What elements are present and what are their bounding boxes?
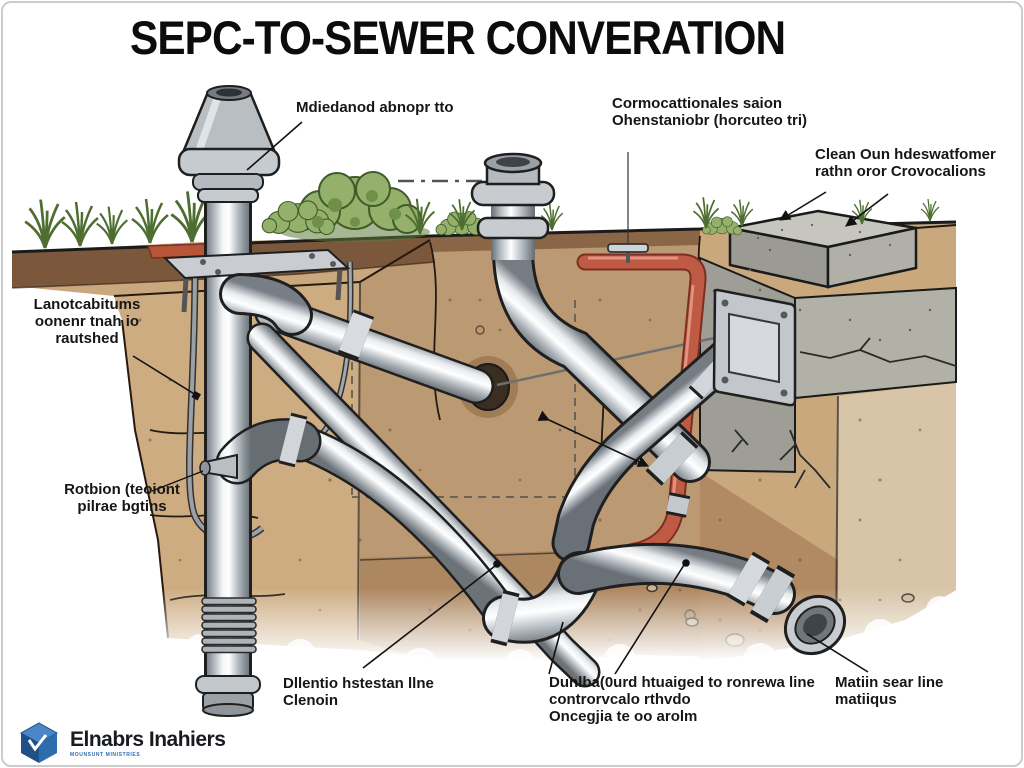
callout-text-line: Cormocattionales saion bbox=[612, 95, 783, 112]
logo-cube-icon bbox=[19, 722, 59, 763]
callout-main-sewer-line: Matiin sear line matiiqus bbox=[835, 674, 943, 708]
callout-text-line: pilrae bgtins bbox=[77, 498, 167, 515]
brand-logo: Elnabrs Inahiers MOUNSUNT MINISTRIES bbox=[16, 720, 226, 766]
callout-text-line: Dllentio hstestan llne bbox=[283, 675, 434, 692]
callout-text-line: Rotbion (teoiont bbox=[64, 481, 180, 498]
callout-leader-lines bbox=[132, 121, 889, 675]
ground-plate-bracket bbox=[162, 248, 351, 313]
callout-cleanout-block: Clean Oun hdeswatfomer rathn oror Crovoc… bbox=[815, 146, 996, 180]
callout-text-line: Dunlba(0urd htuaiged to ronrewa line bbox=[549, 674, 815, 691]
riser-ribbed-coupling bbox=[201, 597, 257, 654]
callout-abandoned-tank: Lanotcabitums oonenr tnah io rautshed bbox=[14, 296, 160, 347]
valve-handle bbox=[607, 243, 649, 253]
callout-text-line: Matiin sear line bbox=[835, 674, 944, 691]
lateral-branch-pipe bbox=[219, 273, 494, 404]
tracer-wire bbox=[496, 330, 743, 387]
concrete-cracks bbox=[731, 337, 957, 489]
grass-and-bushes bbox=[23, 171, 940, 259]
callout-text-line: Ohenstaniobr (horcuteo tri) bbox=[612, 112, 807, 129]
logo-text-block: Elnabrs Inahiers MOUNSUNT MINISTRIES bbox=[70, 727, 226, 758]
callout-elbow-joint: Rotbion (teoiont pilrae bgtins bbox=[52, 481, 192, 515]
callout-text-line: Lanotcabitums bbox=[33, 296, 141, 313]
callout-text-line: Mdiedanod abnopr tto bbox=[296, 99, 454, 116]
callout-riser-cap: Mdiedanod abnopr tto bbox=[296, 99, 453, 116]
connection-pipe bbox=[199, 412, 523, 636]
sewer-main-pipe bbox=[482, 542, 847, 656]
leader-dots bbox=[191, 390, 690, 568]
page-title: SEPC-TO-SEWER CONVERATION bbox=[130, 11, 786, 64]
logo-tagline: MOUNSUNT MINISTRIES bbox=[70, 751, 141, 758]
callout-service-valve: Cormocattionales saion Ohenstaniobr (hor… bbox=[612, 95, 807, 129]
wall-flange-plate bbox=[712, 288, 797, 407]
main-line-open-end bbox=[783, 594, 847, 656]
callout-text-line: rathn oror Crovocalions bbox=[815, 163, 986, 180]
callout-text-line: Clean Oun hdeswatfomer bbox=[815, 146, 996, 163]
callout-connection-line: Dunlba(0urd htuaiged to ronrewa line con… bbox=[549, 674, 815, 725]
bush-inner-leaves bbox=[312, 190, 401, 228]
logo-name: Elnabrs Inahiers bbox=[70, 727, 226, 751]
callout-text-line: rautshed bbox=[55, 330, 119, 347]
callout-text-line: matiiqus bbox=[835, 691, 897, 708]
callout-text-line: Clenoin bbox=[283, 692, 338, 709]
callout-lateral-line: Dllentio hstestan llne Clenoin bbox=[283, 675, 434, 709]
callout-text-line: Oncegjia te oo arolm bbox=[549, 708, 698, 725]
callout-text-line: controrvcalo rthvdo bbox=[549, 691, 691, 708]
callout-text-line: oonenr tnah io bbox=[34, 313, 140, 330]
